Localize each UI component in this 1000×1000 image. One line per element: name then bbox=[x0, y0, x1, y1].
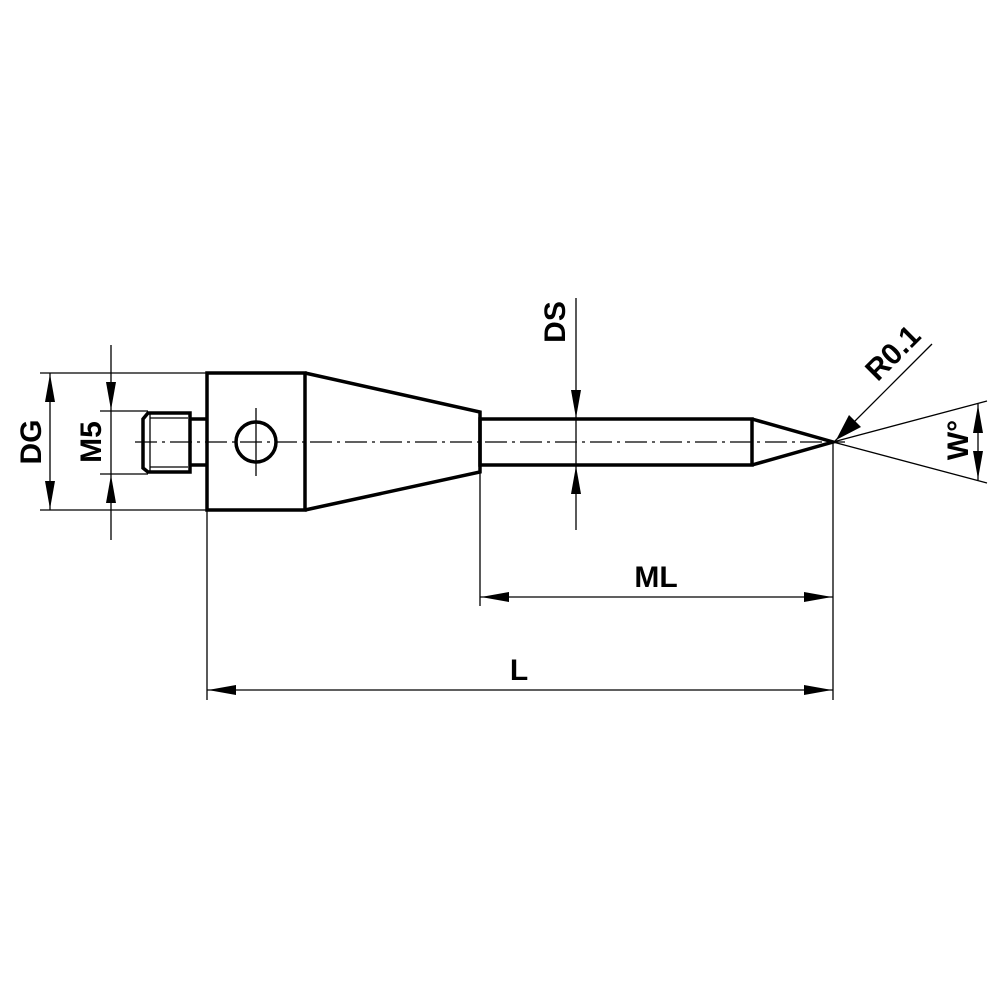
dimension-l bbox=[206, 510, 833, 700]
dimension-ml bbox=[479, 442, 834, 700]
thread-m5 bbox=[141, 411, 207, 474]
stylus-body bbox=[205, 371, 307, 512]
label-l: L bbox=[510, 654, 528, 687]
label-angle: W° bbox=[942, 420, 975, 460]
label-ds: DS bbox=[539, 301, 572, 343]
label-ml: ML bbox=[634, 561, 677, 594]
label-radius: R0.1 bbox=[859, 319, 927, 387]
label-dg: DG bbox=[15, 420, 48, 465]
label-m5: M5 bbox=[75, 421, 108, 463]
stylus-stem bbox=[478, 417, 754, 467]
dimension-angle bbox=[832, 400, 988, 484]
dimension-dg bbox=[40, 372, 207, 511]
dimension-radius bbox=[834, 343, 933, 442]
dimension-ds bbox=[571, 298, 581, 530]
dimension-m5 bbox=[100, 345, 148, 540]
